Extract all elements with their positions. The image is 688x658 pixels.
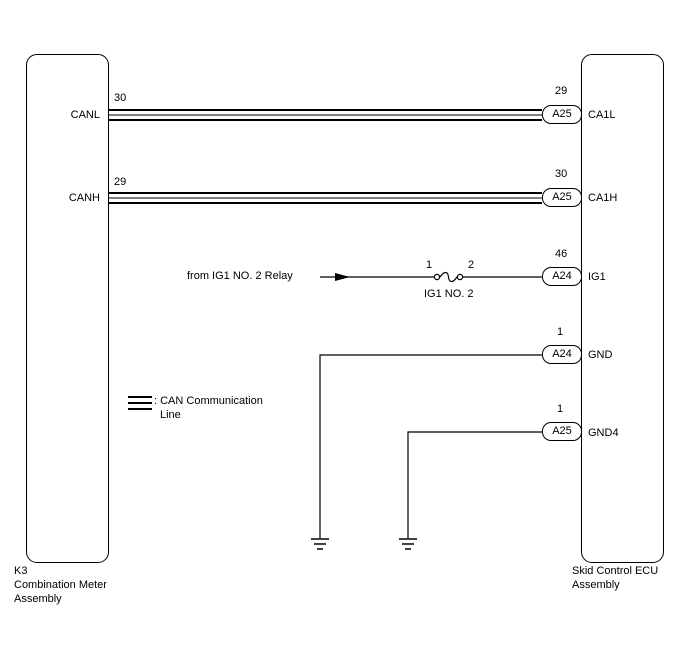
left-component-id: K3 [14, 565, 28, 577]
pin-label-canh: CANH [68, 192, 100, 204]
pin-label-ca1h: CA1H [588, 192, 618, 204]
connector-a25-ca1h: A25 [542, 188, 582, 207]
pin-number-canh: 29 [114, 176, 127, 188]
legend-text: : CAN Communication Line [154, 394, 263, 422]
can-high-wire [108, 192, 542, 204]
can-line-legend-icon [128, 396, 152, 410]
right-component-name-line2: Assembly [572, 579, 620, 591]
pin-label-ig1: IG1 [588, 271, 606, 283]
legend-line-2: Line [160, 409, 181, 421]
skid-control-ecu-box [581, 54, 664, 563]
pin-number-ca1l: 29 [555, 85, 568, 97]
connector-a25-gnd4: A25 [542, 422, 582, 441]
pin-number-gnd4: 1 [557, 403, 564, 415]
fuse-pin-1: 1 [426, 259, 433, 271]
right-component-name-line1: Skid Control ECU [572, 565, 659, 577]
connector-a24-gnd: A24 [542, 345, 582, 364]
combination-meter-box [26, 54, 109, 563]
gnd-ground-icon [311, 538, 329, 550]
pin-number-gnd: 1 [557, 326, 564, 338]
fuse-pin-2: 2 [468, 259, 475, 271]
ig1-arrow-icon [335, 273, 350, 281]
legend-line-1: : CAN Communication [154, 395, 263, 407]
gnd4-ground-icon [399, 538, 417, 550]
pin-number-ca1h: 30 [555, 168, 568, 180]
left-component-name: K3 Combination Meter Assembly [14, 564, 107, 606]
left-component-name-line1: Combination Meter [14, 579, 107, 591]
right-component-name: Skid Control ECU Assembly [572, 564, 658, 592]
gnd4-wire [407, 431, 542, 538]
connector-a25-ca1l: A25 [542, 105, 582, 124]
gnd-wire [319, 354, 542, 538]
fuse-icon [433, 271, 464, 283]
connector-a24-ig1: A24 [542, 267, 582, 286]
pin-label-gnd: GND [588, 349, 613, 361]
pin-number-canl: 30 [114, 92, 127, 104]
ig1-source-label: from IG1 NO. 2 Relay [187, 270, 293, 282]
pin-label-canl: CANL [70, 109, 100, 121]
left-component-name-line2: Assembly [14, 593, 62, 605]
can-low-wire [108, 109, 542, 121]
fuse-name-label: IG1 NO. 2 [424, 288, 474, 300]
pin-label-ca1l: CA1L [588, 109, 616, 121]
pin-number-ig1: 46 [555, 248, 568, 260]
pin-label-gnd4: GND4 [588, 427, 619, 439]
